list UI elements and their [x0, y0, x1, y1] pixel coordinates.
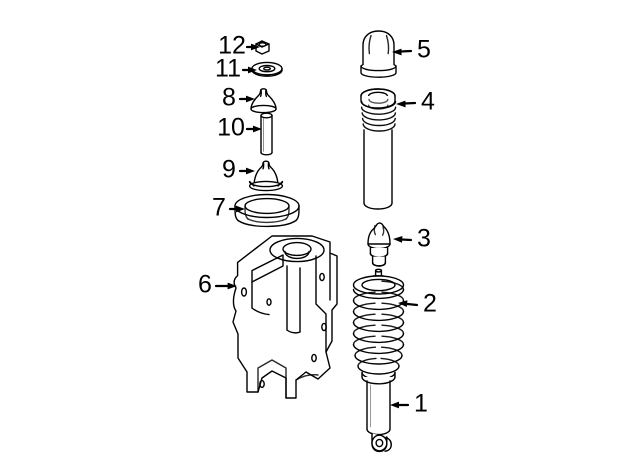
callout-label-2: 2	[423, 290, 437, 318]
part-1-shock-absorber	[366, 380, 392, 453]
callout-label-3: 3	[417, 225, 431, 253]
part-12-hex-nut	[255, 40, 270, 55]
part-2-coil-spring	[352, 268, 405, 385]
part-10-spacer-sleeve	[260, 112, 273, 156]
callout-label-11: 11	[215, 55, 241, 83]
part-6-strut-mount-bracket	[232, 235, 338, 399]
callout-label-1: 1	[414, 390, 428, 418]
part-5-protective-cap	[360, 30, 397, 78]
part-11-washer	[251, 61, 283, 77]
callout-label-6: 6	[198, 271, 212, 299]
callout-label-9: 9	[222, 156, 236, 184]
callout-label-12: 12	[218, 32, 246, 60]
part-8-upper-bump-stop	[250, 88, 277, 114]
callout-label-7: 7	[212, 194, 226, 222]
callout-label-4: 4	[421, 88, 435, 116]
callout-label-5: 5	[417, 36, 431, 64]
part-4-dust-boot	[360, 88, 397, 210]
callout-label-10: 10	[217, 114, 245, 142]
part-7-spring-seat-ring	[234, 193, 300, 228]
callout-arrows	[214, 43, 419, 409]
part-3-jounce-bumper	[367, 222, 391, 267]
callout-labels: 1 2 3 4 5 6 7 8 9 10 11 12	[198, 32, 437, 418]
callout-label-8: 8	[222, 84, 236, 112]
part-9-strut-mount-bearing	[248, 160, 284, 192]
